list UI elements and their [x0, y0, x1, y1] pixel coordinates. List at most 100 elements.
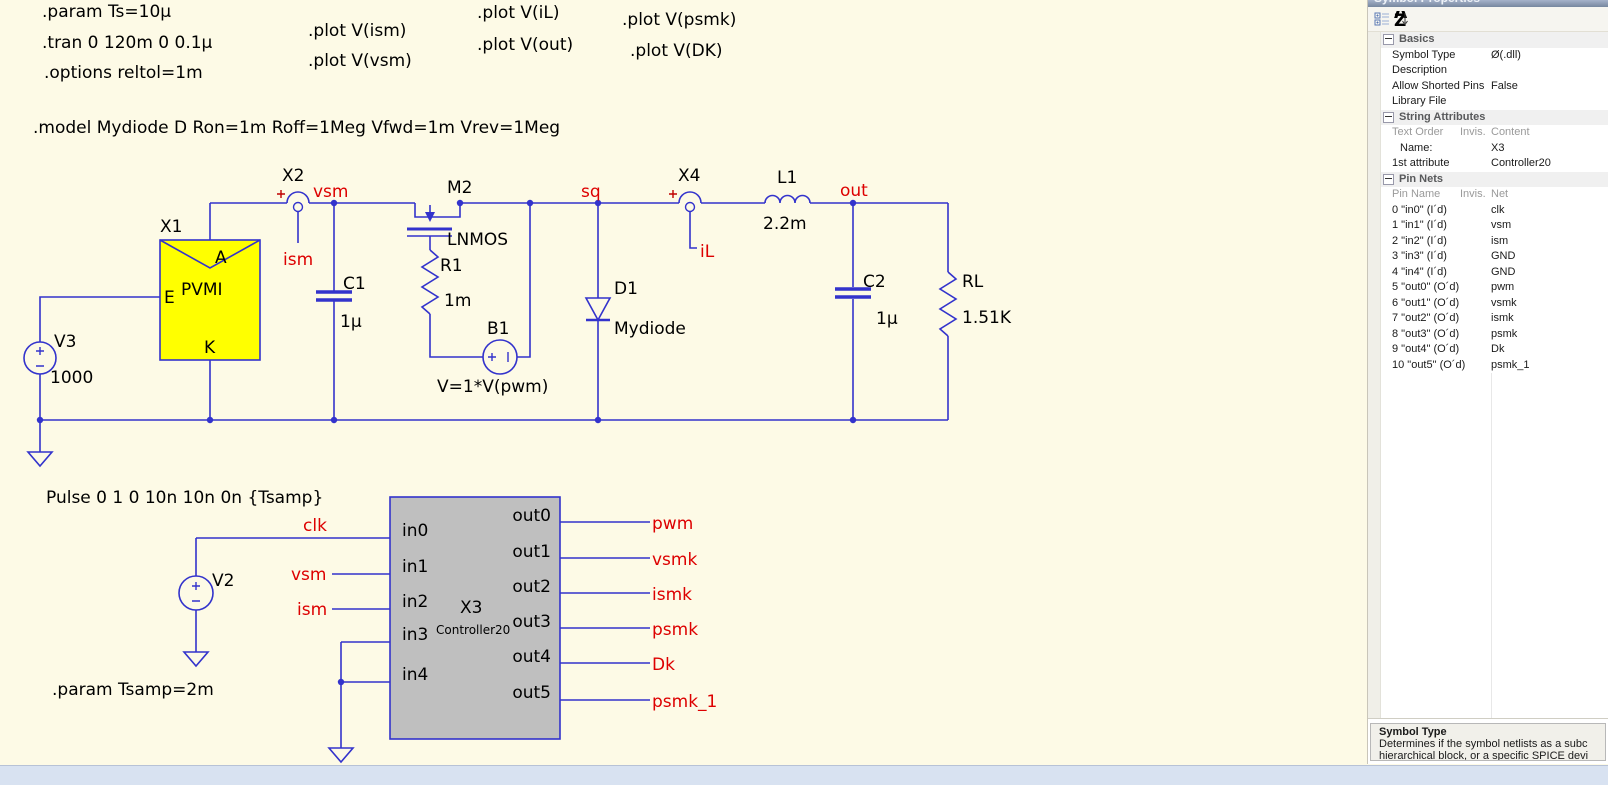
net-label-psmk-1[interactable]: psmk_1: [652, 692, 717, 712]
component-l1-inductor[interactable]: L1 2.2m: [763, 168, 811, 234]
pin-net-row-in1[interactable]: 1 "in1" (I´d) vsm: [1368, 218, 1608, 234]
collapse-icon[interactable]: [1383, 111, 1394, 123]
pin-net-row-out0[interactable]: 5 "out0" (O´d) pwm: [1368, 280, 1608, 296]
directive-tran[interactable]: .tran 0 120m 0 0.1µ: [42, 33, 213, 53]
schematic-canvas[interactable]: .param Ts=10µ .tran 0 120m 0 0.1µ .optio…: [0, 0, 1367, 766]
directive-plot-dk[interactable]: .plot V(DK): [630, 41, 723, 61]
net-label-psmk[interactable]: psmk: [652, 620, 698, 640]
schematic-drawing[interactable]: .param Ts=10µ .tran 0 120m 0 0.1µ .optio…: [0, 0, 1367, 766]
v3-ref[interactable]: V3: [54, 332, 76, 352]
description-title: Symbol Type: [1379, 726, 1447, 738]
rl-value[interactable]: 1.51K: [962, 308, 1012, 328]
net-label-ism[interactable]: ism: [283, 250, 313, 270]
component-b1-source[interactable]: B1 V=1*V(pwm): [437, 319, 548, 397]
net-label-out[interactable]: out: [840, 181, 868, 201]
property-row-description[interactable]: Description: [1368, 63, 1608, 79]
x3-ref[interactable]: X3: [460, 598, 482, 618]
pin-net-row-out5[interactable]: 10 "out5" (O´d) psmk_1: [1368, 357, 1608, 373]
component-x1-pvmi[interactable]: X1 A PVMI E K: [159, 217, 261, 361]
component-x2-probe[interactable]: X2: [277, 166, 310, 213]
component-x4-probe[interactable]: X4: [669, 166, 702, 213]
collapse-icon[interactable]: [1383, 173, 1394, 185]
section-pin-nets[interactable]: Pin Nets: [1368, 171, 1608, 187]
directive-param-tsamp[interactable]: .param Tsamp=2m: [52, 680, 214, 700]
collapse-icon[interactable]: [1383, 34, 1394, 46]
component-rl[interactable]: RL 1.51K: [938, 271, 1012, 337]
ground-symbols[interactable]: [26, 451, 355, 764]
directive-plot-vsm[interactable]: .plot V(vsm): [308, 51, 412, 71]
property-row-name[interactable]: Name: X3: [1368, 140, 1608, 156]
net-label-pwm[interactable]: pwm: [652, 514, 693, 534]
net-label-il[interactable]: iL: [700, 242, 715, 262]
property-row-1st-attribute[interactable]: 1st attribute Controller20: [1368, 156, 1608, 172]
c2-value[interactable]: 1µ: [876, 309, 898, 329]
d1-ref[interactable]: D1: [614, 279, 638, 299]
component-r1[interactable]: R1 1m: [420, 249, 471, 315]
rl-ref[interactable]: RL: [962, 272, 984, 292]
component-v2-source[interactable]: V2: [178, 571, 234, 611]
x1-type[interactable]: PVMI: [181, 280, 223, 300]
x2-ref[interactable]: X2: [282, 166, 304, 186]
x1-ref[interactable]: X1: [160, 217, 182, 237]
component-c1[interactable]: C1 1µ: [316, 274, 366, 332]
section-basics[interactable]: Basics: [1368, 32, 1608, 48]
component-d1-diode[interactable]: D1 Mydiode: [584, 279, 686, 339]
directive-model[interactable]: .model Mydiode D Ron=1m Roff=1Meg Vfwd=1…: [33, 118, 560, 138]
r1-value[interactable]: 1m: [444, 291, 471, 311]
pin-net-row-in3[interactable]: 3 "in3" (I´d) GND: [1368, 249, 1608, 265]
directive-plot-out[interactable]: .plot V(out): [477, 35, 573, 55]
pin-net-row-out3[interactable]: 8 "out3" (O´d) psmk: [1368, 326, 1608, 342]
component-v3-source[interactable]: V3 1000: [23, 332, 93, 388]
pin-net-row-out1[interactable]: 6 "out1" (O´d) vsmk: [1368, 295, 1608, 311]
component-c2[interactable]: C2 1µ: [835, 272, 898, 329]
net-label-ismk[interactable]: ismk: [652, 585, 692, 605]
categorized-view-icon[interactable]: [1374, 11, 1390, 27]
property-row-allow-shorted-pins[interactable]: Allow Shorted Pins False: [1368, 78, 1608, 94]
pin-net-row-out4[interactable]: 9 "out4" (O´d) Dk: [1368, 342, 1608, 358]
section-string-attributes[interactable]: String Attributes: [1368, 109, 1608, 125]
property-description-box: Symbol Type Determines if the symbol net…: [1370, 723, 1606, 761]
d1-value[interactable]: Mydiode: [614, 319, 686, 339]
c2-ref[interactable]: C2: [863, 272, 886, 292]
net-label-ism-in[interactable]: ism: [297, 600, 327, 620]
directive-plot-il[interactable]: .plot V(iL): [477, 3, 559, 23]
c1-value[interactable]: 1µ: [340, 312, 362, 332]
v2-ref[interactable]: V2: [212, 571, 234, 591]
wires[interactable]: [39, 202, 949, 748]
directive-plot-psmk[interactable]: .plot V(psmk): [622, 10, 736, 30]
net-label-vsmk[interactable]: vsmk: [652, 550, 697, 570]
property-row-library-file[interactable]: Library File: [1368, 94, 1608, 110]
x4-ref[interactable]: X4: [678, 166, 700, 186]
r1-ref[interactable]: R1: [440, 256, 463, 276]
l1-value[interactable]: 2.2m: [763, 214, 807, 234]
pin-net-row-in0[interactable]: 0 "in0" (I´d) clk: [1368, 202, 1608, 218]
net-label-sq[interactable]: sq: [581, 182, 601, 202]
b1-ref[interactable]: B1: [487, 319, 509, 339]
m2-value[interactable]: LNMOS: [447, 230, 508, 250]
panel-titlebar[interactable]: Symbol Properties: [1368, 0, 1608, 7]
net-label-vsm[interactable]: vsm: [313, 182, 348, 202]
pin-net-row-in4[interactable]: 4 "in4" (I´d) GND: [1368, 264, 1608, 280]
directive-pulse[interactable]: Pulse 0 1 0 10n 10n 0n {Tsamp}: [46, 488, 323, 508]
net-label-vsm-in[interactable]: vsm: [291, 565, 326, 585]
b1-value[interactable]: V=1*V(pwm): [437, 377, 548, 397]
x3-type[interactable]: Controller20: [436, 623, 510, 637]
net-label-dk[interactable]: Dk: [652, 655, 675, 675]
property-row-symbol-type[interactable]: Symbol Type Ø(.dll): [1368, 47, 1608, 63]
directive-param-ts[interactable]: .param Ts=10µ: [42, 2, 171, 22]
directive-options[interactable]: .options reltol=1m: [44, 63, 203, 83]
component-x3-controller[interactable]: in0 in1 in2 in3 in4 X3 Controller20 out0…: [389, 496, 561, 740]
component-m2-mosfet[interactable]: M2 LNMOS: [407, 178, 508, 250]
pin-net-row-in2[interactable]: 2 "in2" (I´d) ism: [1368, 233, 1608, 249]
v3-value[interactable]: 1000: [50, 368, 93, 388]
l1-ref[interactable]: L1: [777, 168, 797, 188]
spice-directives[interactable]: .param Ts=10µ .tran 0 120m 0 0.1µ .optio…: [33, 2, 736, 700]
net-label-clk[interactable]: clk: [303, 516, 327, 536]
x4-plus-mark: [669, 190, 677, 198]
m2-ref[interactable]: M2: [447, 178, 472, 198]
directive-plot-ism[interactable]: .plot V(ism): [308, 21, 406, 41]
pin-net-row-out2[interactable]: 7 "out2" (O´d) ismk: [1368, 311, 1608, 327]
c1-ref[interactable]: C1: [343, 274, 366, 294]
